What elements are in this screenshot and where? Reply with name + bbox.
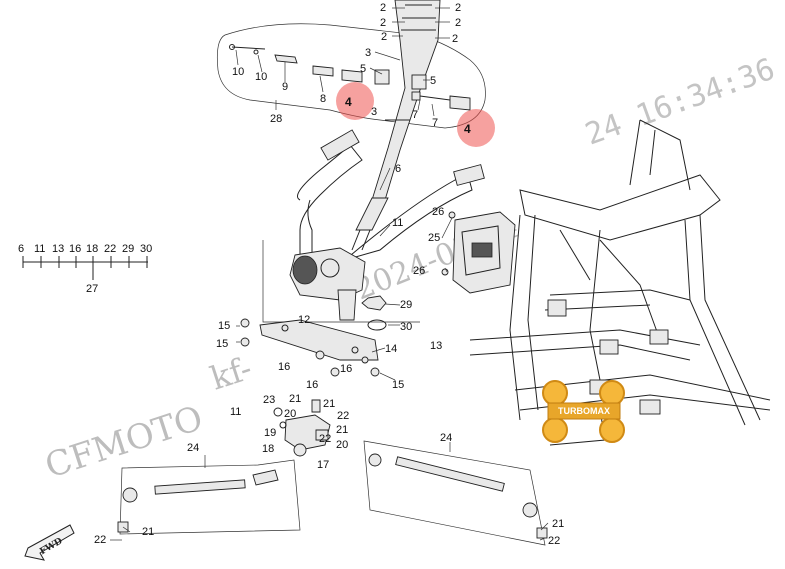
steering-gearbox <box>289 247 366 321</box>
highlight-label-2: 4 <box>464 122 471 136</box>
callout-26b: 26 <box>413 265 425 277</box>
callout-29: 29 <box>400 299 412 311</box>
callout-2f: 2 <box>452 33 458 45</box>
callout-15c: 15 <box>392 379 404 391</box>
callout-24b: 24 <box>440 432 452 444</box>
legend-num-2: 11 <box>34 243 45 255</box>
legend-num-6: 22 <box>104 243 116 255</box>
callout-30: 30 <box>400 321 412 333</box>
callout-10a: 10 <box>232 66 244 78</box>
callout-7b: 7 <box>432 117 438 129</box>
legend-num-5: 18 <box>86 243 98 255</box>
callout-2d: 2 <box>455 2 461 14</box>
callout-25: 25 <box>428 232 440 244</box>
callout-15b: 15 <box>216 338 228 350</box>
highlight-circle-2 <box>457 109 495 147</box>
callout-19: 19 <box>264 427 276 439</box>
bushing-upper <box>374 69 390 85</box>
callout-26a: 26 <box>432 206 444 218</box>
pitman-arm <box>273 399 331 457</box>
dealer-logo: TURBOMAX <box>542 380 625 443</box>
callout-3b: 3 <box>371 106 377 118</box>
callout-11a: 11 <box>392 217 403 229</box>
highlight-label-1: 4 <box>345 95 352 109</box>
callout-2c: 2 <box>381 31 387 43</box>
watermark-model: kf- <box>206 349 257 398</box>
legend-num-3: 13 <box>52 243 64 255</box>
callout-22d: 22 <box>548 535 560 547</box>
callout-21b: 21 <box>336 424 348 436</box>
legend-num-8: 30 <box>140 243 152 255</box>
coupling-parts <box>361 295 387 331</box>
callout-24a: 24 <box>187 442 199 454</box>
watermark-timestamp: 24 16:34:36 <box>581 52 780 153</box>
callout-5: 5 <box>360 63 366 75</box>
callout-3a: 3 <box>365 47 371 59</box>
highlight-circle-1 <box>336 82 374 120</box>
mount-plate <box>259 319 379 361</box>
callout-16b: 16 <box>306 379 318 391</box>
callout-10b: 10 <box>255 71 267 83</box>
legend-group-label: 27 <box>86 283 98 295</box>
callout-11b: 11 <box>230 406 241 418</box>
bolts <box>240 318 380 377</box>
callout-23: 23 <box>263 394 275 406</box>
callout-labels: 2 2 2 2 2 2 3 3 5 5 6 7 7 8 9 10 10 11 1… <box>94 2 564 547</box>
callout-2a: 2 <box>380 2 386 14</box>
callout-6: 6 <box>395 163 401 175</box>
callout-22a: 22 <box>337 410 349 422</box>
forward-arrow: FWD <box>24 524 75 561</box>
callout-22c: 22 <box>94 534 106 546</box>
legend-num-1: 6 <box>18 243 24 255</box>
callout-22b: 22 <box>319 433 331 445</box>
callout-12: 12 <box>298 314 310 326</box>
tie-rod-left <box>117 459 301 535</box>
gear-group-bracket <box>262 240 420 323</box>
callout-15a: 15 <box>218 320 230 332</box>
callout-8: 8 <box>320 93 326 105</box>
callout-5b: 5 <box>430 75 436 87</box>
tie-rod-right <box>363 440 548 546</box>
callout-16c: 16 <box>340 363 352 375</box>
leader-lines <box>110 7 549 541</box>
watermark-brand: CFMOTO <box>40 398 207 486</box>
callout-17: 17 <box>317 459 329 471</box>
cable-hardware <box>229 44 471 111</box>
legend-num-4: 16 <box>69 243 81 255</box>
callout-20a: 20 <box>284 408 296 420</box>
callout-21d: 21 <box>142 526 154 538</box>
callout-18: 18 <box>262 443 274 455</box>
eps-control-module <box>441 211 516 294</box>
steering-column <box>371 0 441 201</box>
callout-20b: 20 <box>336 439 348 451</box>
callout-21a: 21 <box>289 393 301 405</box>
right-grip <box>453 164 485 186</box>
legend-num-7: 29 <box>122 243 134 255</box>
callout-21c: 21 <box>323 398 335 410</box>
left-grip <box>320 129 360 161</box>
callout-9: 9 <box>282 81 288 93</box>
callout-16a: 16 <box>278 361 290 373</box>
bushing-5 <box>411 74 427 90</box>
callout-2b: 2 <box>380 17 386 29</box>
u-joint <box>355 197 389 231</box>
callout-7a: 7 <box>412 109 418 121</box>
callout-2e: 2 <box>455 17 461 29</box>
logo-text: TURBOMAX <box>558 406 610 416</box>
callout-28: 28 <box>270 113 282 125</box>
callout-13: 13 <box>430 340 442 352</box>
legend-group: 6 11 13 16 18 22 29 30 27 <box>18 243 152 295</box>
callout-14: 14 <box>385 343 397 355</box>
callout-21e: 21 <box>552 518 564 530</box>
highlight-markers: 4 4 <box>336 82 495 147</box>
handlebar-left <box>297 144 363 260</box>
